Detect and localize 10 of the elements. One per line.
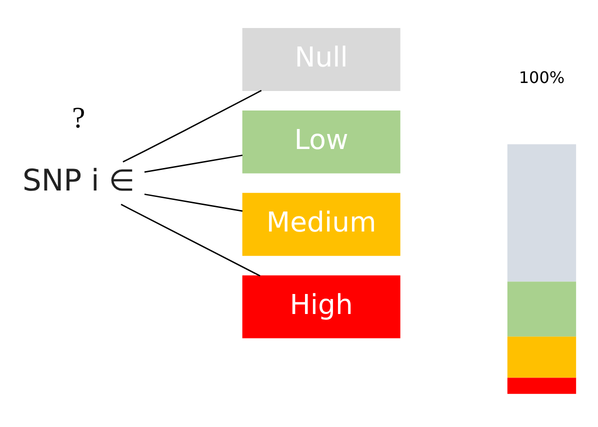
node-box: High	[242, 275, 400, 338]
label: ?	[72, 101, 86, 134]
connector	[144, 194, 243, 212]
label: 100%	[518, 68, 565, 88]
node-text: SNP i ∈	[22, 163, 135, 198]
node-box: Medium	[242, 192, 400, 256]
connector	[144, 154, 243, 173]
connector	[122, 90, 262, 163]
node-box: Low	[242, 110, 400, 174]
connector	[120, 204, 260, 276]
